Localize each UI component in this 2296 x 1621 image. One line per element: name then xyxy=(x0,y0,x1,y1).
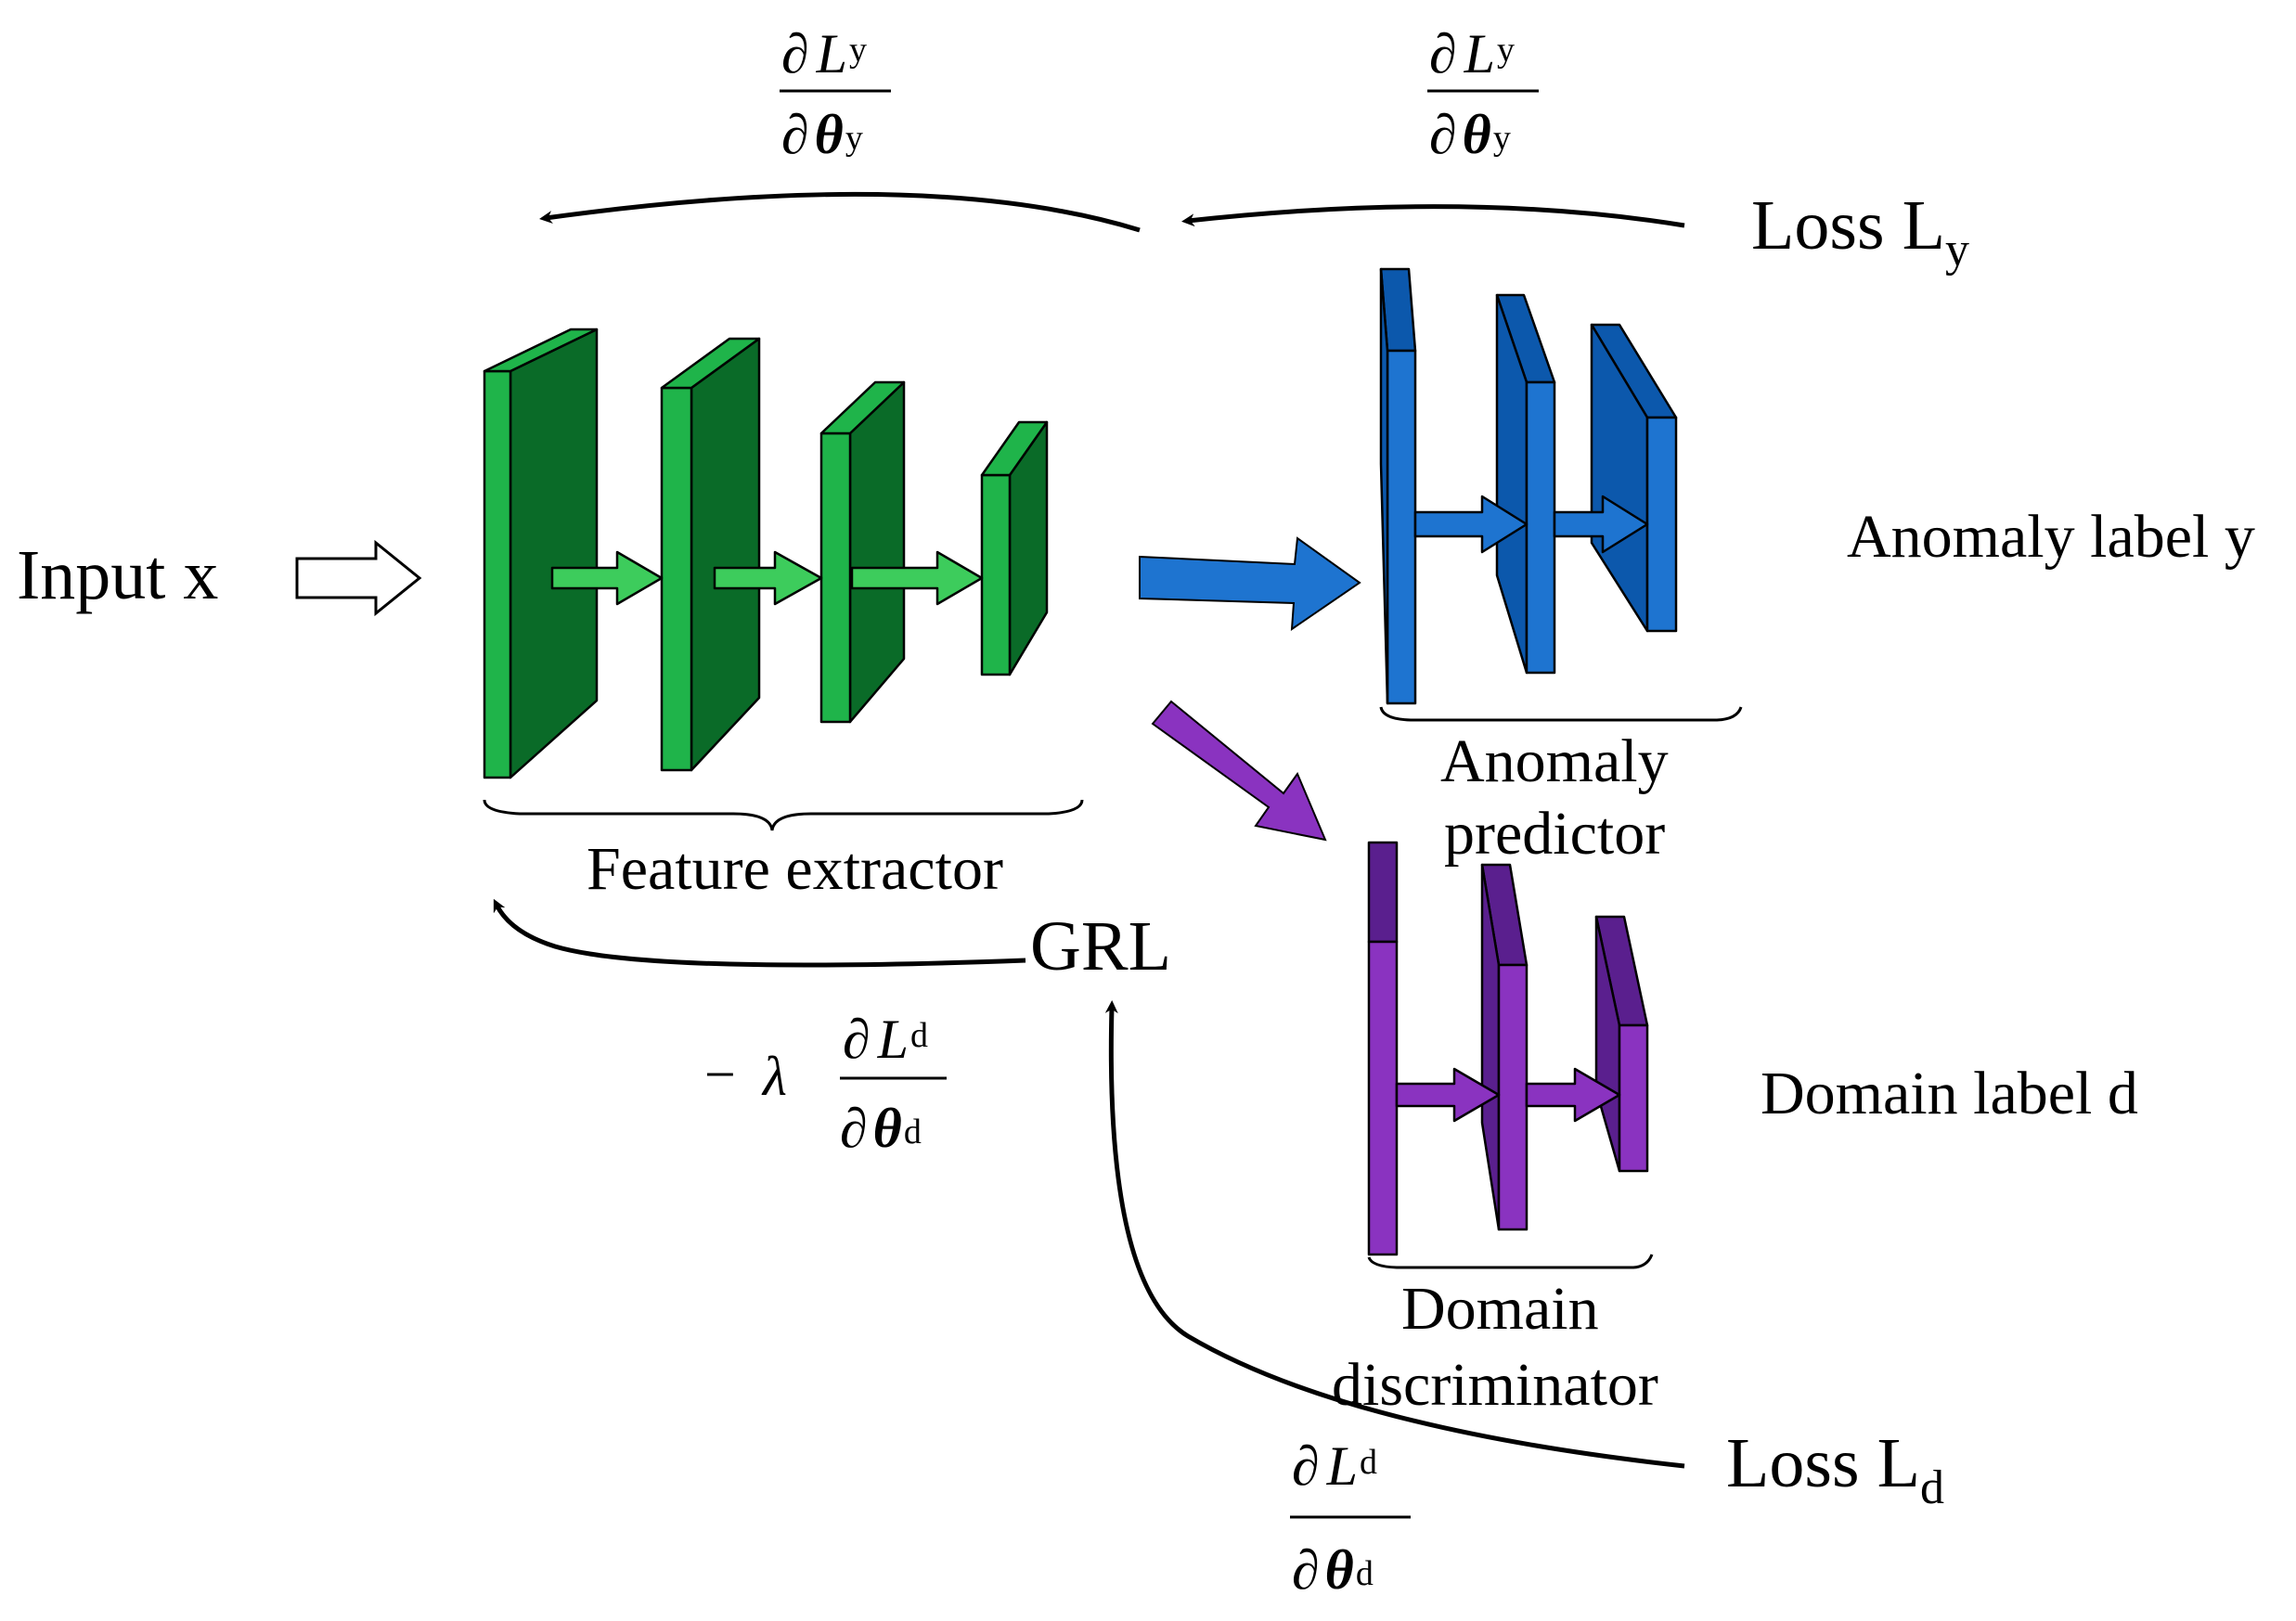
gradient-d-bottom: ∂Ld ∂θd xyxy=(1290,1435,1411,1601)
svg-text:∂Ly: ∂Ly xyxy=(1429,23,1515,84)
anomaly-label-y: Anomaly label y xyxy=(1847,503,2255,571)
anomaly-predictor-brace xyxy=(1379,706,1743,722)
anomaly-layer-3 xyxy=(1590,323,1678,633)
svg-text:∂θd: ∂θd xyxy=(840,1098,922,1159)
domain-discriminator-block xyxy=(1367,841,1649,1256)
loss-d-label: Loss Ld xyxy=(1726,1424,1944,1514)
gradient-y-top-right: ∂Ly ∂θy xyxy=(1427,23,1539,165)
predictor-to-extractor-gradient-arrow xyxy=(539,191,1141,233)
purple-flow-arrow-icon xyxy=(1151,700,1327,842)
gradient-y-top-left: ∂Ly ∂θy xyxy=(780,23,891,165)
feature-arrow-3 xyxy=(850,550,984,606)
feature-extractor-block xyxy=(483,328,1049,779)
domain-layer-1 xyxy=(1367,841,1399,1256)
feature-layer-2 xyxy=(660,337,761,772)
gradient-d-reversed: − λ ∂Ld ∂θd xyxy=(701,1009,947,1159)
grl-label: GRL xyxy=(1030,907,1171,985)
thick-right-arrow-icon xyxy=(1139,536,1361,631)
loss-y-to-predictor-gradient-arrow xyxy=(1181,204,1685,228)
domain-label-d: Domain label d xyxy=(1761,1060,2138,1127)
feature-extractor-brace xyxy=(483,799,1084,831)
domain-discriminator-brace xyxy=(1367,1254,1654,1269)
svg-text:∂Ly: ∂Ly xyxy=(781,23,867,84)
domain-discriminator-label-2: discriminator xyxy=(1332,1351,1658,1419)
anomaly-predictor-block xyxy=(1379,267,1678,705)
svg-text:∂Ld: ∂Ld xyxy=(843,1009,928,1070)
grl-to-extractor-gradient-arrow xyxy=(493,898,1026,968)
feature-layer-1 xyxy=(483,328,599,779)
anomaly-arrow-1 xyxy=(1413,495,1529,554)
svg-text:∂Ld: ∂Ld xyxy=(1292,1435,1377,1497)
svg-text:∂θd: ∂θd xyxy=(1292,1539,1374,1601)
domain-layer-3 xyxy=(1594,915,1649,1173)
feature-arrow-1 xyxy=(550,550,664,606)
domain-arrow-1 xyxy=(1395,1067,1501,1123)
anomaly-arrow-2 xyxy=(1553,495,1649,554)
feature-layer-3 xyxy=(819,380,906,724)
svg-text:−: − xyxy=(701,1044,739,1105)
svg-text:λ: λ xyxy=(761,1046,787,1107)
domain-layer-2 xyxy=(1480,863,1529,1231)
anomaly-layer-1 xyxy=(1379,267,1417,705)
anomaly-predictor-label-2: predictor xyxy=(1444,800,1665,868)
loss-y-label: Loss Ly xyxy=(1751,187,1969,277)
svg-text:∂θy: ∂θy xyxy=(1429,104,1511,165)
svg-text:∂θy: ∂θy xyxy=(781,104,863,165)
anomaly-predictor-label-1: Anomaly xyxy=(1440,727,1669,795)
input-label: Input x xyxy=(17,536,218,614)
feature-layer-4 xyxy=(980,420,1049,676)
domain-arrow-2 xyxy=(1525,1067,1621,1123)
hollow-right-arrow-icon xyxy=(295,539,422,617)
feature-extractor-label: Feature extractor xyxy=(587,835,1003,903)
feature-arrow-2 xyxy=(713,550,823,606)
anomaly-layer-2 xyxy=(1495,293,1556,675)
domain-discriminator-label-1: Domain xyxy=(1401,1275,1599,1343)
loss-d-to-grl-gradient-arrow xyxy=(1104,1000,1685,1469)
